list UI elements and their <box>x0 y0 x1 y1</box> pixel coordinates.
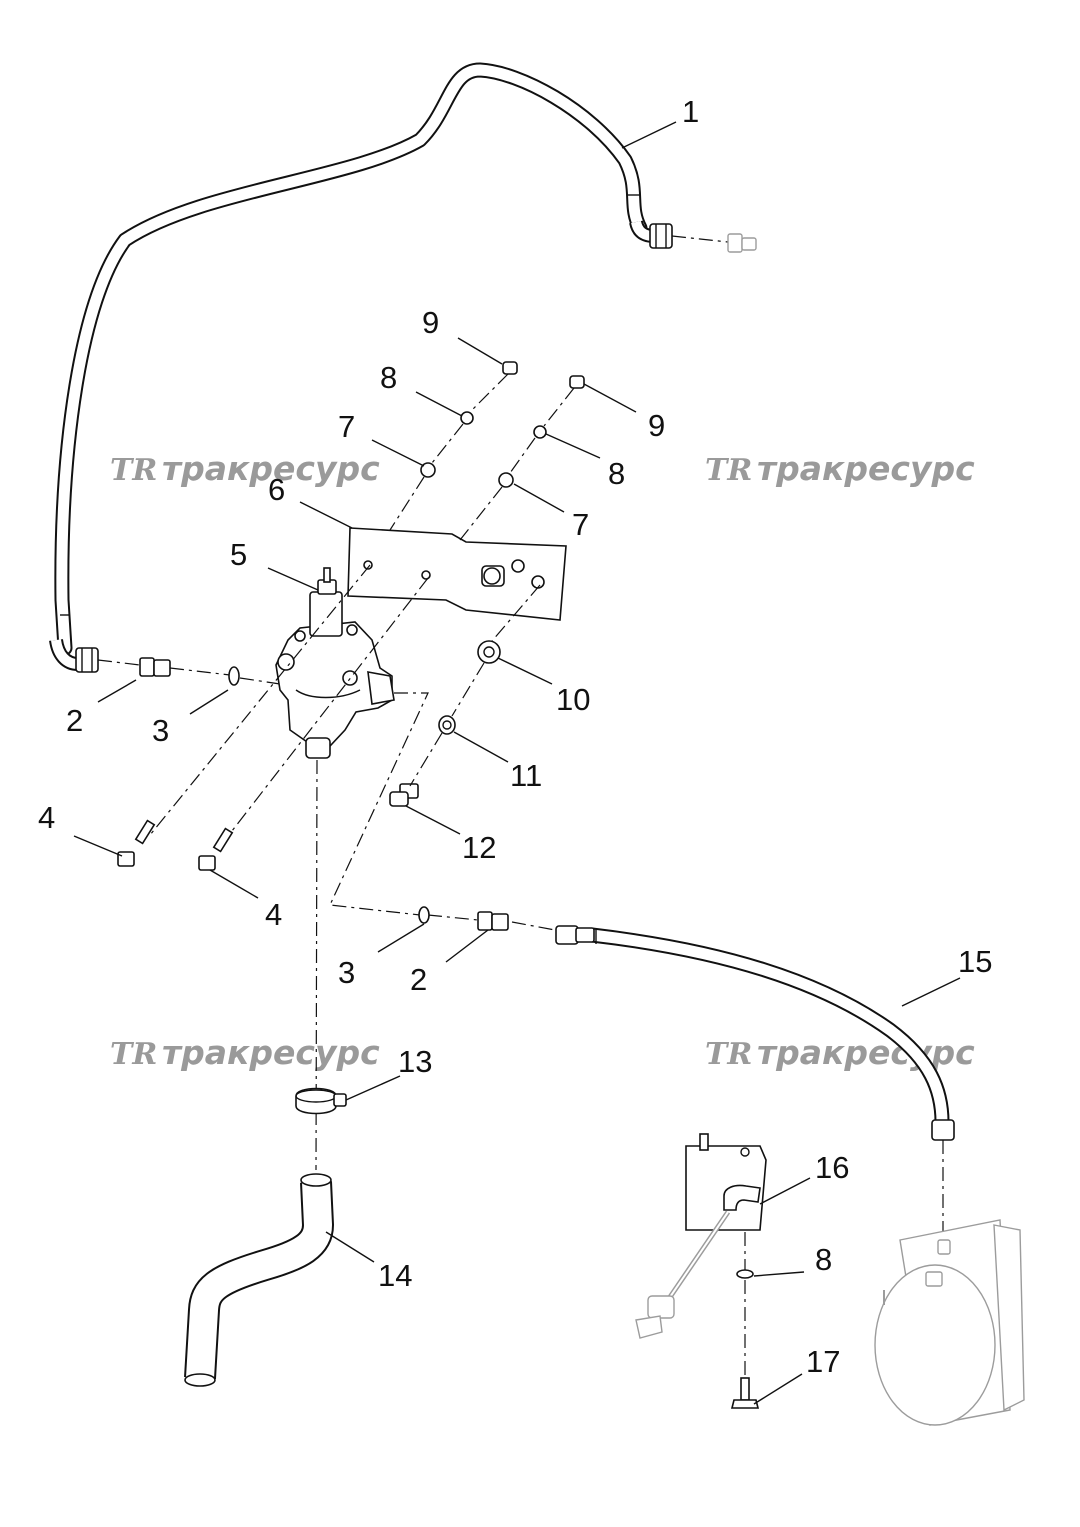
callout-1: 1 <box>682 94 699 129</box>
callout-8: 8 <box>608 456 625 491</box>
pressure-regulator-5 <box>275 567 395 759</box>
watermark: TR тракресурс <box>110 1033 380 1072</box>
callout-9: 9 <box>648 408 665 443</box>
pipe-14 <box>184 1173 335 1387</box>
callout-3: 3 <box>338 955 355 990</box>
o-ring-3 <box>418 906 430 924</box>
watermark: TR тракресурс <box>110 449 380 488</box>
svg-text:TR: TR <box>705 1037 752 1072</box>
callout-6: 6 <box>268 472 285 507</box>
callout-8: 8 <box>815 1242 832 1277</box>
callout-12: 12 <box>462 830 496 865</box>
svg-text:тракресурс: тракресурс <box>162 449 380 488</box>
callout-4: 4 <box>38 800 55 835</box>
drain-valve-context <box>635 1210 731 1339</box>
callout-17: 17 <box>806 1344 840 1379</box>
callout-13: 13 <box>398 1044 432 1079</box>
svg-text:тракресурс: тракресурс <box>757 1033 975 1072</box>
plug-12 <box>389 783 419 807</box>
washer-10 <box>477 640 501 664</box>
callout-5: 5 <box>230 537 247 572</box>
bolt-4 <box>117 819 156 867</box>
callout-7: 7 <box>338 409 355 444</box>
lock-washer-8 <box>460 411 474 425</box>
callout-2: 2 <box>66 703 83 738</box>
callout-2: 2 <box>410 962 427 997</box>
callout-7: 7 <box>572 507 589 542</box>
callout-16: 16 <box>815 1150 849 1185</box>
svg-text:тракресурс: тракресурс <box>757 449 975 488</box>
callout-15: 15 <box>958 944 992 979</box>
washer-7 <box>420 462 436 478</box>
washer-11 <box>438 715 456 735</box>
callout-4: 4 <box>265 897 282 932</box>
watermark: TR тракресурс <box>705 1033 975 1072</box>
hose-15 <box>555 925 955 1141</box>
adapter-2 <box>477 911 509 931</box>
callout-3: 3 <box>152 713 169 748</box>
bolt-17 <box>730 1377 760 1409</box>
svg-text:TR: TR <box>705 453 752 488</box>
callout-9: 9 <box>422 305 439 340</box>
svg-text:TR: TR <box>110 453 157 488</box>
fitting-context <box>727 233 757 253</box>
svg-text:тракресурс: тракресурс <box>162 1033 380 1072</box>
bolt-4 <box>198 827 234 871</box>
washer-7 <box>498 472 514 488</box>
watermark: TR тракресурс <box>705 449 975 488</box>
hose-1 <box>49 62 673 673</box>
callout-8: 8 <box>380 360 397 395</box>
callout-11: 11 <box>510 758 542 793</box>
o-ring-3 <box>228 666 240 686</box>
svg-text:TR: TR <box>110 1037 157 1072</box>
washer-8 <box>736 1269 754 1279</box>
leader-lines <box>73 121 961 1405</box>
nut-9 <box>502 361 518 375</box>
lock-washer-8 <box>533 425 547 439</box>
callout-10: 10 <box>556 682 590 717</box>
bracket-6 <box>347 527 567 621</box>
bracket-16 <box>685 1133 767 1231</box>
clamp-13 <box>295 1087 347 1115</box>
adapter-2 <box>139 657 171 677</box>
air-receiver-context <box>874 1219 1025 1426</box>
callout-14: 14 <box>378 1258 412 1293</box>
nut-9 <box>569 375 585 389</box>
